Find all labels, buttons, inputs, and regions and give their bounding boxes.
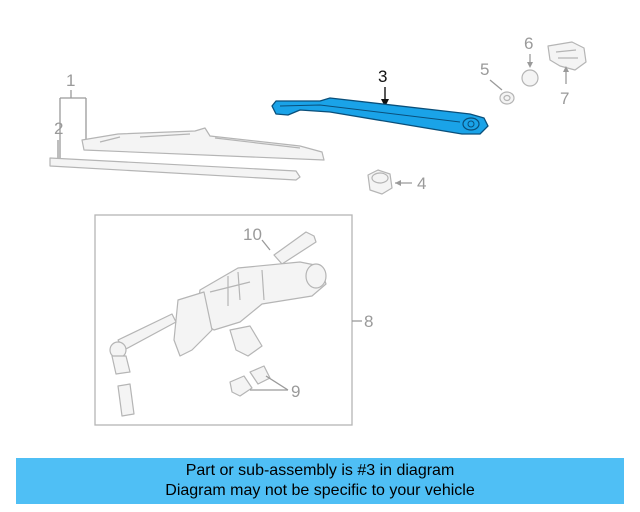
wiper-arm-part-3[interactable] [271, 97, 489, 135]
cover-detail [555, 49, 578, 59]
callout-5: 5 [480, 60, 489, 79]
blade-refill [49, 157, 301, 181]
cap-part-6 [521, 69, 539, 87]
blade-ridges [99, 133, 301, 149]
motor-bracket [173, 291, 213, 357]
motor-endcap [305, 263, 327, 289]
callout-2: 2 [54, 119, 63, 138]
blade-frame [81, 127, 325, 161]
arrowhead-4 [395, 180, 401, 186]
linkage-stud [111, 355, 131, 375]
bolt-part-10 [273, 231, 317, 265]
callout-3: 3 [378, 67, 387, 86]
motor-mount [229, 325, 263, 357]
leader-9 [250, 375, 289, 391]
leader-10 [261, 239, 271, 251]
cover-part-7 [547, 41, 587, 71]
banner-line-1: Part or sub-assembly is #3 in diagram [185, 462, 455, 479]
arrowhead-7 [563, 66, 569, 72]
motor-ribs [209, 269, 265, 306]
leader-5 [489, 79, 503, 91]
arm-spine [279, 104, 461, 123]
callout-group-1-2: 1 2 [54, 71, 87, 162]
cap-group: 6 [521, 34, 539, 87]
callout-10: 10 [243, 225, 262, 244]
arrowhead-3 [381, 99, 389, 107]
washer-part-5 [499, 91, 515, 105]
callout-1: 1 [66, 71, 75, 90]
washer-hole [503, 94, 511, 102]
banner-line-2: Diagram may not be specific to your vehi… [165, 482, 475, 499]
bushing [117, 383, 135, 417]
arrowhead-6 [527, 62, 533, 68]
motor-assembly-box: 8 10 9 [94, 214, 373, 426]
callout-4: 4 [417, 174, 426, 193]
cover-group: 7 [547, 41, 587, 108]
info-banner: Part or sub-assembly is #3 in diagram Di… [16, 458, 624, 504]
washer-group: 5 [480, 60, 515, 105]
grommet-part-9a [229, 375, 253, 397]
bracket-1 [59, 90, 87, 162]
callout-9: 9 [291, 382, 300, 401]
callout-8: 8 [364, 312, 373, 331]
nut-group: 4 [367, 169, 426, 195]
callout-7: 7 [560, 89, 569, 108]
arm-pivot-hole [467, 120, 475, 128]
wiper-arm-group: 3 [271, 67, 489, 135]
callout-6: 6 [524, 34, 533, 53]
wiper-blade [49, 127, 325, 181]
nut-top [371, 172, 389, 184]
arm-pivot-cap [462, 117, 480, 131]
